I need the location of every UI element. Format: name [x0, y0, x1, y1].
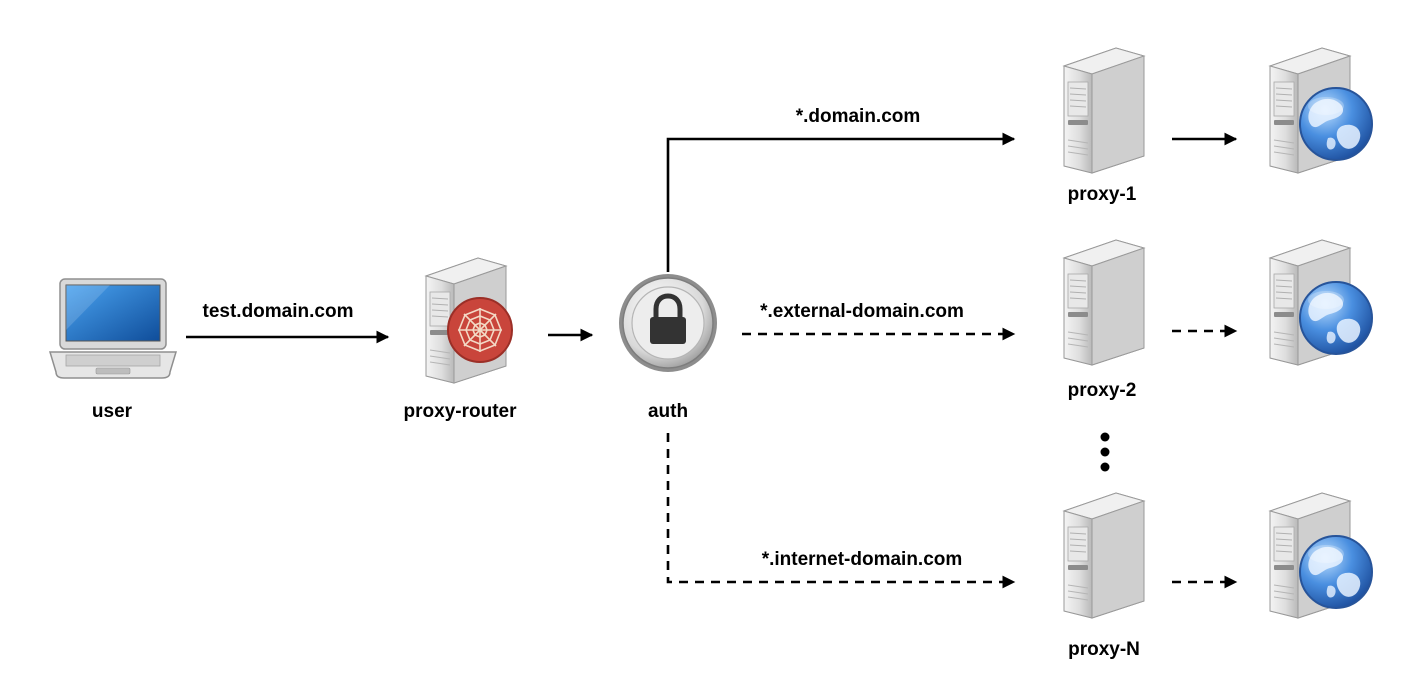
server-icon [1063, 492, 1145, 619]
node-label-proxy-n: proxy-N [1068, 639, 1140, 660]
node-label-proxy-router: proxy-router [404, 401, 518, 422]
more-proxies-ellipsis [1100, 432, 1110, 472]
edge-label-user-to-router: test.domain.com [203, 301, 354, 322]
node-label-proxy-2: proxy-2 [1068, 380, 1137, 401]
node-label-user: user [92, 401, 133, 422]
laptop-icon [48, 278, 178, 379]
edge-label-auth-to-proxy-1: *.domain.com [796, 106, 921, 127]
server-globe-icon [1269, 239, 1373, 366]
server-spider-web-icon [425, 257, 513, 384]
server-globe-icon [1269, 47, 1373, 174]
server-icon [1063, 47, 1145, 174]
node-label-auth: auth [648, 401, 688, 422]
server-icon [1063, 239, 1145, 366]
edge-auth-to-proxy-1 [666, 132, 1016, 272]
edge-label-auth-to-proxy-2: *.external-domain.com [760, 301, 964, 322]
server-globe-icon [1269, 492, 1373, 619]
node-label-proxy-1: proxy-1 [1068, 184, 1137, 205]
edge-label-auth-to-proxy-n: *.internet-domain.com [762, 549, 963, 570]
edge-auth-to-proxy-n [666, 433, 1016, 589]
lock-icon [619, 274, 717, 372]
